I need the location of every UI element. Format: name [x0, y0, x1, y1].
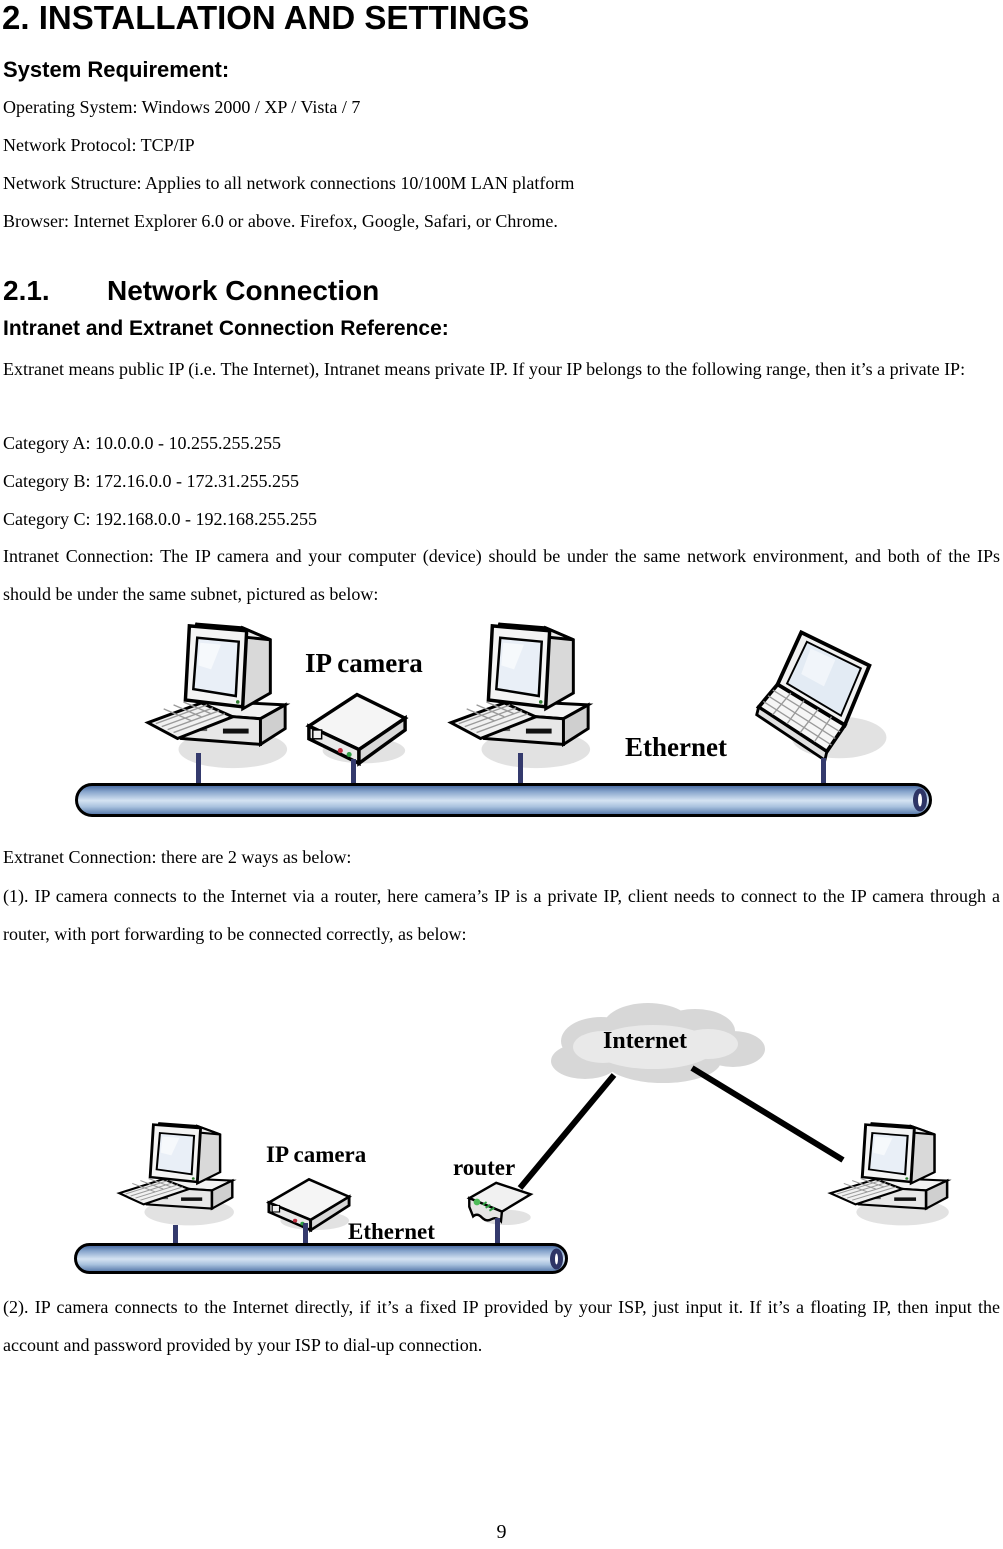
desktop-computer-icon: [827, 1122, 952, 1226]
doc-title: 2. INSTALLATION AND SETTINGS: [2, 0, 530, 36]
paragraph-intro: Extranet means public IP (i.e. The Inter…: [3, 359, 966, 379]
category-line: Category B: 172.16.0.0 - 172.31.255.255: [3, 471, 299, 491]
paragraph-way-2: (2). IP camera connects to the Internet …: [3, 1297, 1000, 1355]
router-label: router: [453, 1155, 516, 1180]
ip-camera-label: IP camera: [305, 648, 423, 678]
internet-label: Internet: [603, 1028, 687, 1054]
section-title: Network Connection: [107, 275, 380, 306]
system-requirement-lines: Operating System: Windows 2000 / XP / Vi…: [3, 88, 1000, 240]
bus-connector-line: [303, 1223, 308, 1243]
section-heading: 2.1. Network Connection: [3, 275, 380, 307]
bus-connector-line: [196, 753, 201, 784]
section-number: 2.1.: [3, 275, 50, 306]
category-lines: Category A: 10.0.0.0 - 10.255.255.255 Ca…: [3, 424, 1000, 538]
category-line: Category A: 10.0.0.0 - 10.255.255.255: [3, 433, 281, 453]
internet-link-lines: [517, 1065, 845, 1190]
requirement-line: Network Protocol: TCP/IP: [3, 135, 195, 155]
diagram-intranet: IP camera: [0, 612, 1003, 828]
bus-connector-line: [173, 1225, 178, 1243]
requirement-line: Browser: Internet Explorer 6.0 or above.…: [3, 211, 558, 231]
pipe-end-cap: [913, 788, 927, 812]
bus-connector-line: [518, 753, 523, 784]
ethernet-label: Ethernet: [348, 1219, 435, 1244]
diagram-extranet: Internet IP camera: [0, 975, 1003, 1290]
bus-connector-line: [351, 759, 356, 784]
ip-camera-icon: [265, 1177, 352, 1233]
ethernet-bus: [74, 1243, 568, 1274]
ip-camera-icon: [305, 692, 409, 767]
router-icon: [466, 1181, 534, 1226]
paragraph-way-1: (1). IP camera connects to the Internet …: [3, 886, 1000, 944]
page-number: 9: [496, 1521, 507, 1543]
desktop-computer-icon: [116, 1122, 237, 1226]
laptop-icon: [755, 629, 887, 763]
bus-connector-line: [821, 758, 826, 784]
category-line: Category C: 192.168.0.0 - 192.168.255.25…: [3, 509, 317, 529]
requirement-line: Network Structure: Applies to all networ…: [3, 173, 575, 193]
pipe-end-cap: [550, 1248, 563, 1269]
internet-cloud-icon: [551, 1003, 765, 1083]
system-requirement-heading: System Requirement:: [3, 57, 230, 82]
paragraph-extranet-connection: Extranet Connection: there are 2 ways as…: [3, 847, 352, 867]
bus-connector-line: [495, 1218, 500, 1243]
ethernet-bus: [75, 783, 932, 817]
ethernet-label: Ethernet: [625, 732, 727, 762]
subsection-heading: Intranet and Extranet Connection Referen…: [3, 317, 449, 340]
desktop-computer-icon: [144, 622, 291, 769]
paragraph-intranet-connection: Intranet Connection: The IP camera and y…: [3, 546, 1000, 604]
ip-camera-label: IP camera: [266, 1142, 367, 1167]
desktop-computer-icon: [447, 622, 594, 769]
requirement-line: Operating System: Windows 2000 / XP / Vi…: [3, 97, 361, 117]
